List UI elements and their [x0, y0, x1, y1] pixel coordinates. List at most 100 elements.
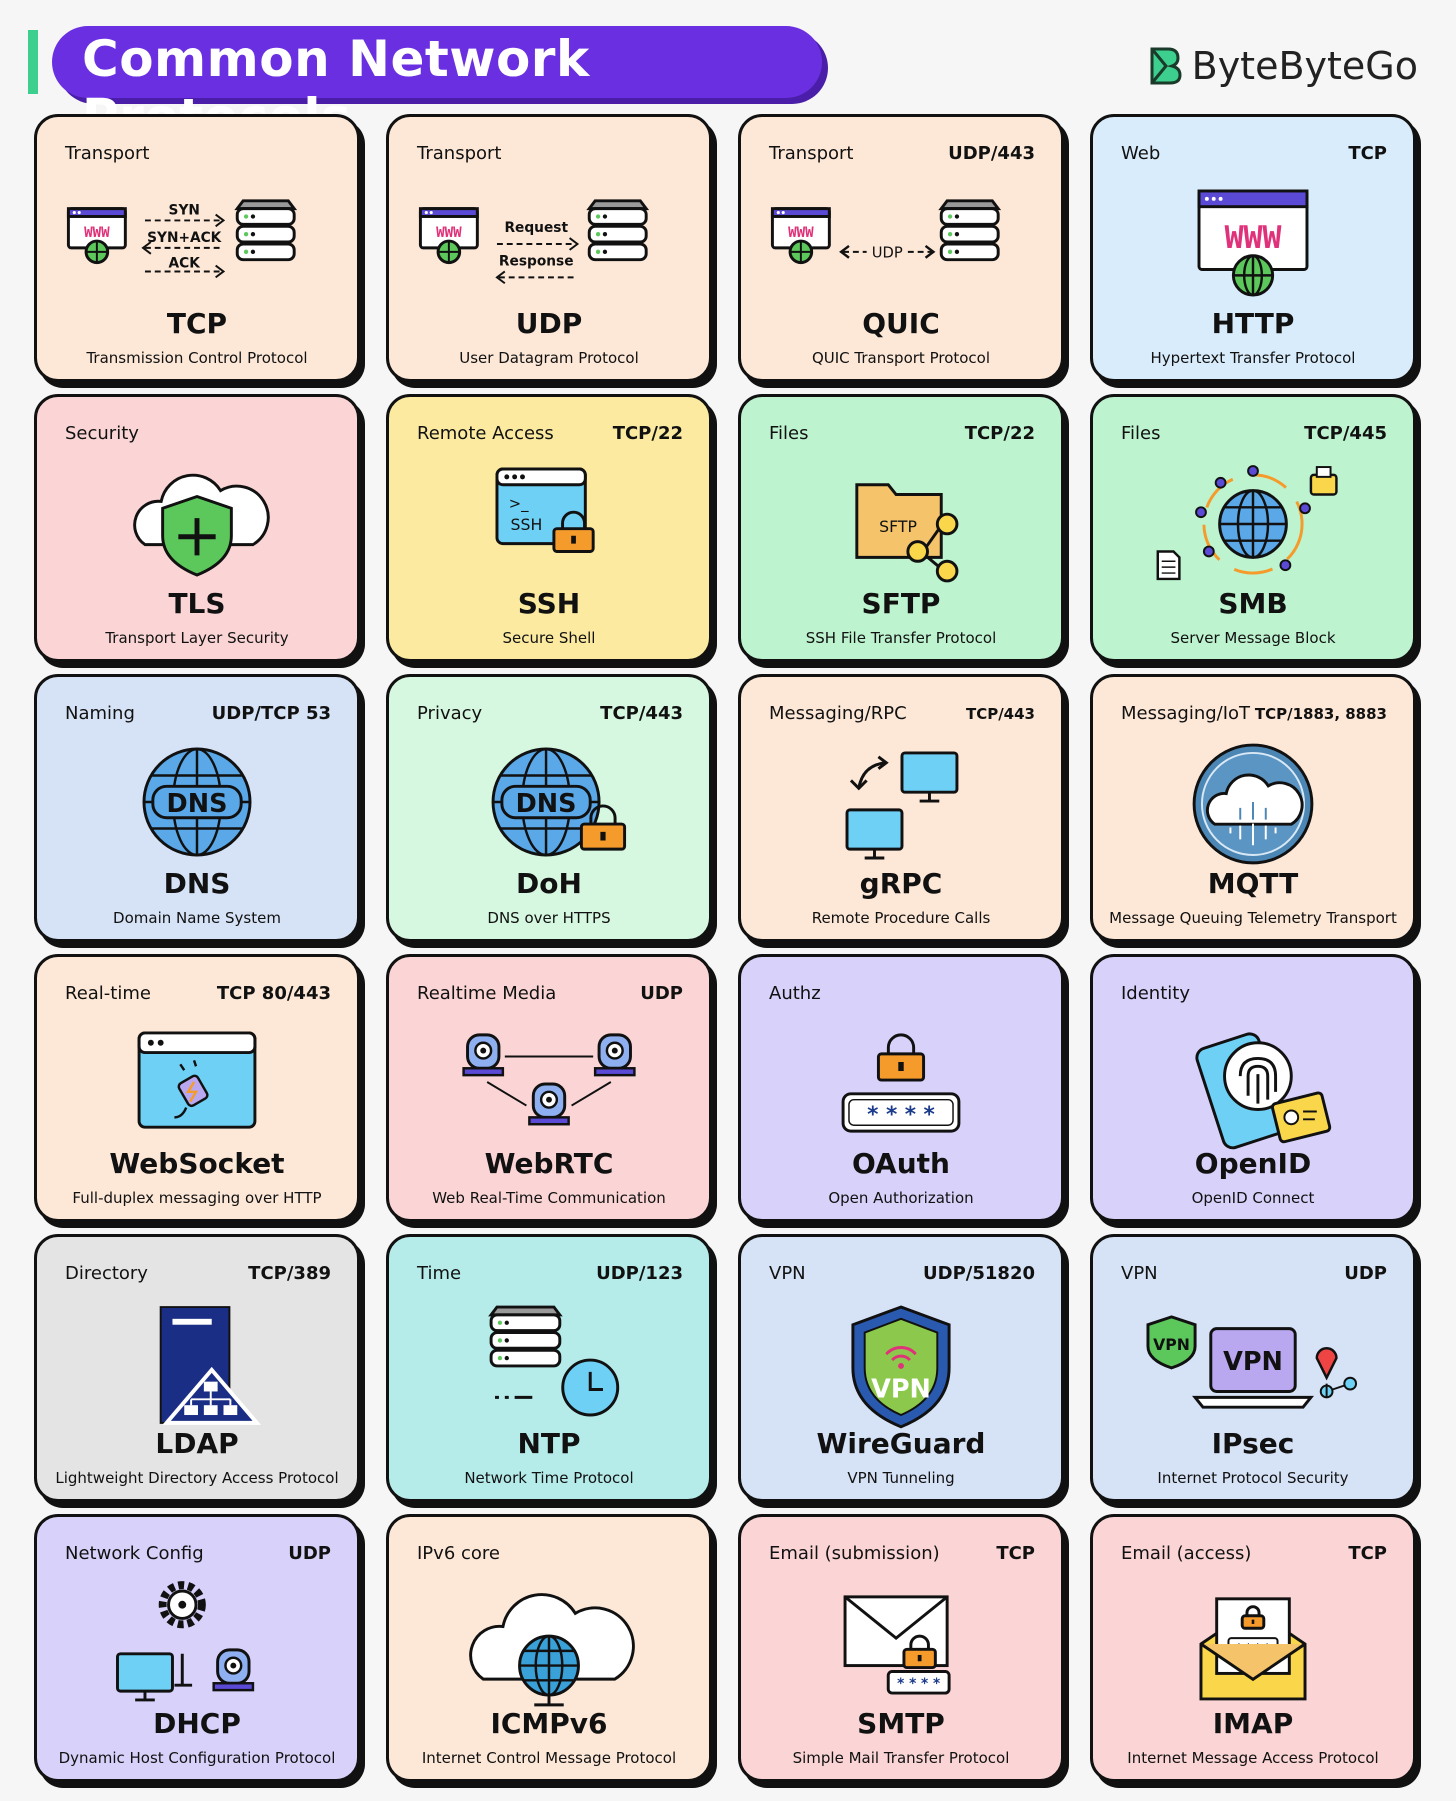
- card-icon: * * * *: [1093, 1573, 1413, 1713]
- card-protocol-fullname: Secure Shell: [502, 629, 596, 647]
- card-protocol-name: DNS: [163, 867, 231, 900]
- card-protocol-name: SMTP: [857, 1707, 945, 1740]
- card-icon: [389, 1573, 709, 1713]
- card-category: Transport: [65, 143, 150, 164]
- card-icon: * * * *: [741, 1573, 1061, 1713]
- cloud-shield-icon: [133, 473, 270, 577]
- card-protocol-fullname: Web Real-Time Communication: [432, 1189, 666, 1207]
- brand-name: ByteByteGo: [1191, 44, 1418, 88]
- card-category: Files: [769, 423, 809, 444]
- card-protocol-name: SFTP: [861, 587, 941, 620]
- password-mask: * * * *: [897, 1676, 940, 1692]
- window-plug-icon: [137, 1031, 257, 1129]
- card-protocol-name: TCP: [166, 307, 228, 340]
- tcp-handshake-icon: WWW SYN SYN+ACK ACK: [66, 199, 298, 279]
- card-protocol-fullname: Transport Layer Security: [105, 629, 289, 647]
- cloud-globe-icon: [469, 1593, 635, 1707]
- card-port: UDP: [1344, 1263, 1387, 1284]
- card-port: UDP: [640, 983, 683, 1004]
- card-protocol-name: IMAP: [1212, 1707, 1294, 1740]
- card-category: Security: [65, 423, 139, 444]
- card-protocol-name: HTTP: [1211, 307, 1295, 340]
- card-port: UDP/443: [948, 143, 1035, 164]
- card-protocol-fullname: Open Authorization: [828, 1189, 974, 1207]
- synack-label: SYN+ACK: [147, 230, 223, 246]
- card-protocol-name: TLS: [168, 587, 226, 620]
- card-category: Files: [1121, 423, 1161, 444]
- card-protocol-name: UDP: [515, 307, 583, 340]
- card-protocol-fullname: Dynamic Host Configuration Protocol: [58, 1749, 336, 1767]
- card-protocol-name: MQTT: [1207, 867, 1299, 900]
- directory-server-icon: [159, 1306, 262, 1425]
- card-category: VPN: [769, 1263, 806, 1284]
- card-protocol-fullname: Transmission Control Protocol: [86, 349, 308, 367]
- card-category: Directory: [65, 1263, 148, 1284]
- card-category: VPN: [1121, 1263, 1158, 1284]
- card-icon: DNS: [389, 733, 709, 873]
- card-category: Remote Access: [417, 423, 554, 444]
- card-port: TCP/22: [964, 423, 1035, 444]
- card-port: TCP/443: [965, 705, 1035, 723]
- card-port: TCP/1883, 8883: [1254, 705, 1387, 723]
- response-label: Response: [499, 254, 574, 270]
- card-protocol-fullname: Message Queuing Telemetry Transport: [1109, 909, 1397, 927]
- card-port: TCP/389: [248, 1263, 331, 1284]
- card-protocol-fullname: Full-duplex messaging over HTTP: [72, 1189, 322, 1207]
- globe-network-icon: [1156, 465, 1338, 581]
- card-port: UDP/TCP 53: [211, 703, 331, 724]
- envelope-lock-icon: * * * *: [843, 1595, 951, 1695]
- card-protocol-fullname: Lightweight Directory Access Protocol: [55, 1469, 339, 1487]
- card-category: Network Config: [65, 1543, 204, 1564]
- server-clock-icon: [488, 1305, 620, 1417]
- card-protocol-name: NTP: [517, 1427, 581, 1460]
- title-banner: Common Network Protocols: [52, 26, 822, 146]
- card-category: Privacy: [417, 703, 483, 724]
- card-protocol-name: OAuth: [852, 1147, 950, 1180]
- webcams-icon: [462, 1033, 636, 1126]
- card-category: Time: [417, 1263, 462, 1284]
- card-category: Email (submission): [769, 1543, 940, 1564]
- card-protocol-name: WireGuard: [816, 1427, 986, 1460]
- card-icon: [37, 1573, 357, 1713]
- monitors-sync-icon: [845, 751, 959, 860]
- sftp-label: SFTP: [879, 517, 917, 536]
- card-icon: >_SSH: [389, 453, 709, 593]
- card-protocol-fullname: DNS over HTTPS: [487, 909, 611, 927]
- vpn-screen-label: VPN: [1223, 1347, 1283, 1377]
- card-category: Transport: [417, 143, 502, 164]
- card-protocol-name: ICMPv6: [490, 1707, 608, 1740]
- card-protocol-name: WebSocket: [109, 1147, 285, 1180]
- card-icon: VPN: [741, 1293, 1061, 1433]
- svg-text:WWW: WWW: [84, 225, 110, 241]
- syn-label: SYN: [169, 203, 200, 219]
- card-icon: WWW SYN SYN+ACK ACK: [37, 173, 357, 313]
- quic-icon: WWW UDP: [770, 199, 1002, 265]
- card-protocol-fullname: VPN Tunneling: [847, 1469, 955, 1487]
- card-category: Real-time: [65, 983, 151, 1004]
- card-icon: [741, 733, 1061, 873]
- card-category: Transport: [769, 143, 854, 164]
- ack-label: ACK: [169, 256, 202, 272]
- vpn-badge-label: VPN: [1153, 1335, 1190, 1354]
- card-protocol-fullname: Server Message Block: [1170, 629, 1336, 647]
- www-browser-icon: WWW: [1197, 189, 1309, 297]
- card-port: TCP/22: [612, 423, 683, 444]
- card-icon: [1093, 453, 1413, 593]
- card-category: Identity: [1121, 983, 1190, 1004]
- card-icon: * * * *: [741, 1013, 1061, 1153]
- card-icon: SFTP: [741, 453, 1061, 593]
- card-category: Messaging/RPC: [769, 703, 907, 724]
- card-protocol-fullname: SSH File Transfer Protocol: [805, 629, 997, 647]
